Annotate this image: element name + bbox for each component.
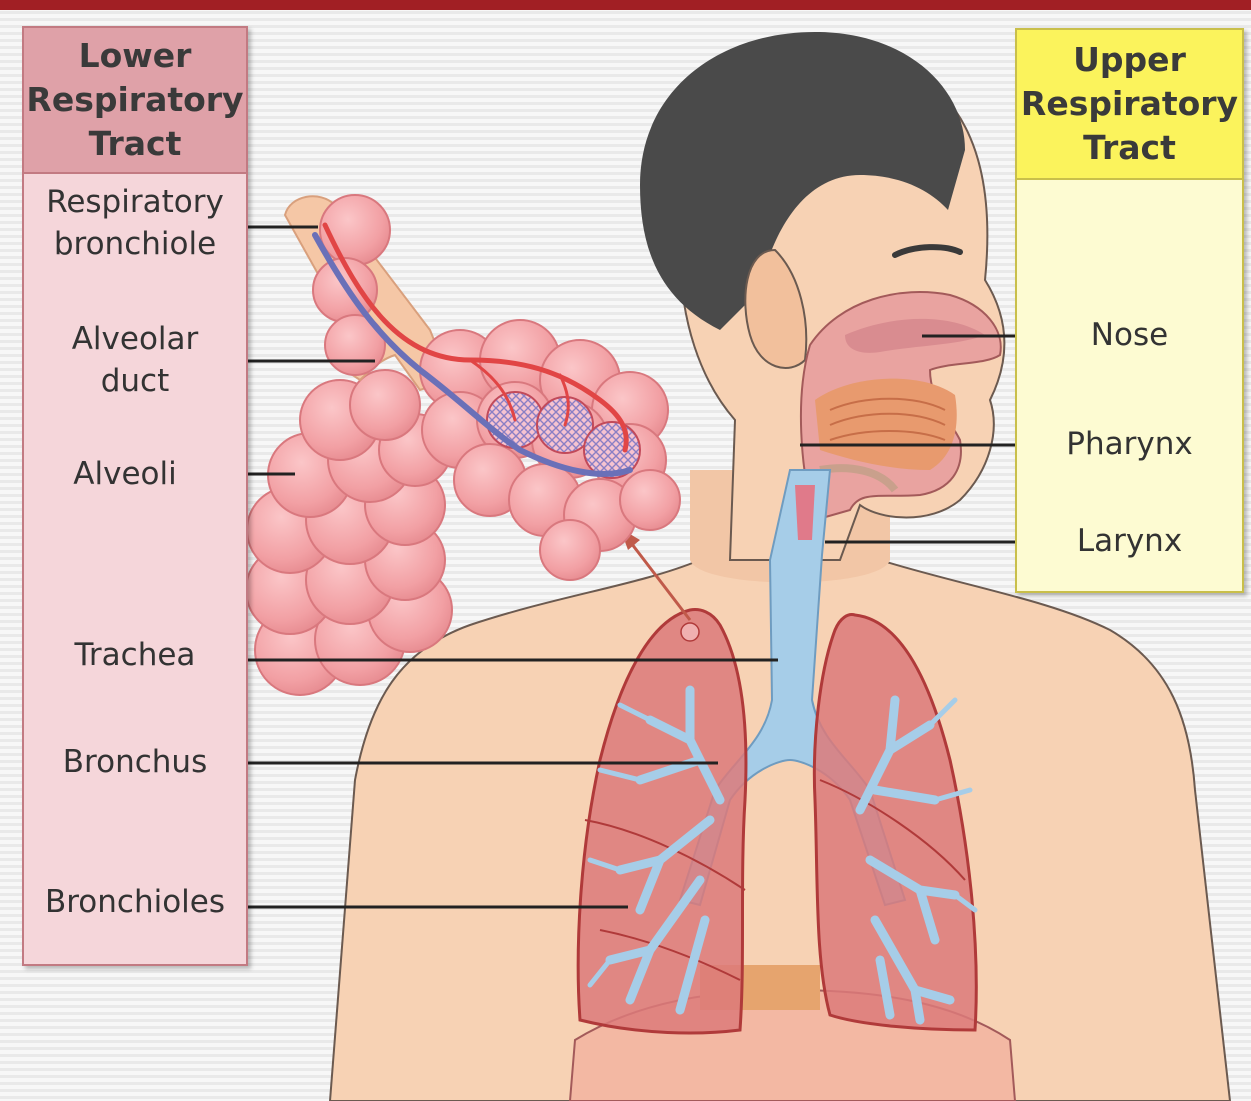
lower-respiratory-title: Lower Respiratory Tract [26, 34, 243, 166]
upper-respiratory-panel: Upper Respiratory Tract [1015, 28, 1244, 593]
label-alveoli: Alveoli [12, 453, 238, 495]
upper-respiratory-title: Upper Respiratory Tract [1021, 38, 1238, 170]
label-alveolar-duct-line-1: Alveolar [22, 318, 248, 360]
label-respiratory-bronchiole-line-1: Respiratory [22, 181, 248, 223]
label-bronchioles: Bronchioles [22, 881, 248, 923]
label-alveolar-duct-line-2: duct [22, 360, 248, 402]
label-pharynx: Pharynx [1015, 423, 1244, 465]
label-bronchus: Bronchus [22, 741, 248, 783]
label-trachea: Trachea [22, 634, 248, 676]
lower-respiratory-panel: Lower Respiratory Tract [22, 26, 248, 966]
lower-title-line-2: Respiratory [26, 78, 243, 122]
lower-title-line-3: Tract [26, 122, 243, 166]
upper-title-line-1: Upper [1021, 38, 1238, 82]
label-alveolar-duct: Alveolar duct [22, 318, 248, 402]
label-nose: Nose [1015, 314, 1244, 356]
label-respiratory-bronchiole-line-2: bronchiole [22, 223, 248, 265]
upper-title-line-2: Respiratory [1021, 82, 1238, 126]
label-larynx: Larynx [1015, 520, 1244, 562]
lower-title-line-1: Lower [26, 34, 243, 78]
label-respiratory-bronchiole: Respiratory bronchiole [22, 181, 248, 265]
upper-respiratory-header: Upper Respiratory Tract [1017, 30, 1242, 180]
upper-title-line-3: Tract [1021, 126, 1238, 170]
lower-respiratory-header: Lower Respiratory Tract [24, 28, 246, 174]
alveoli-cluster-left [246, 370, 452, 695]
